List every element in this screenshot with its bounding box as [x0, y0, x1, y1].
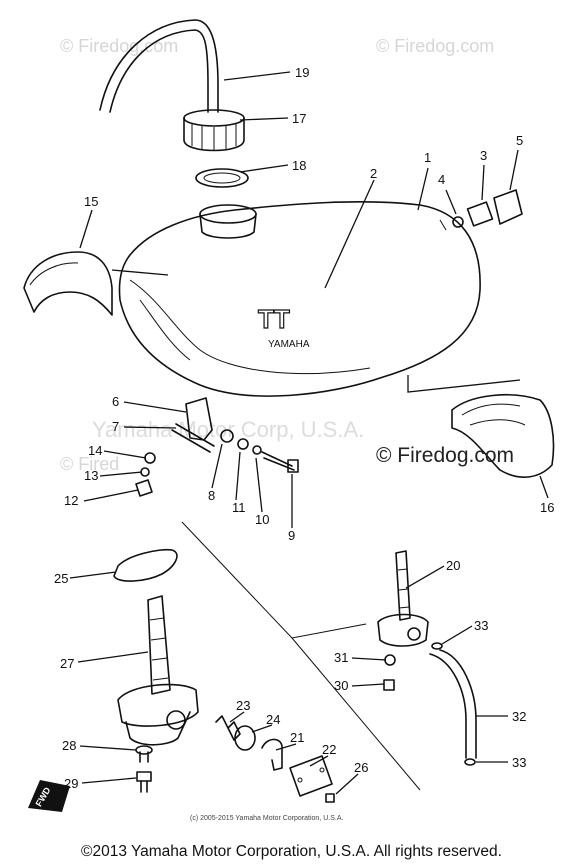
- part-label: 31: [334, 650, 348, 665]
- watermark-top-left: © Firedog.com: [60, 36, 178, 56]
- side-cover-16: [451, 394, 555, 478]
- decal-tt: TT: [258, 304, 290, 334]
- part-label: 28: [62, 738, 76, 753]
- part-label: 9: [288, 528, 295, 543]
- part-label: 33: [512, 755, 526, 770]
- part-label: 6: [112, 394, 119, 409]
- part-label: 29: [64, 776, 78, 791]
- part-label: 14: [88, 443, 102, 458]
- part-label: 30: [334, 678, 348, 693]
- screw-set-28-29: [135, 745, 153, 793]
- fuel-cock-27: [117, 595, 199, 746]
- mount-bracket-6: [135, 397, 299, 497]
- part-label: 32: [512, 709, 526, 724]
- cap-gasket-18: [195, 168, 249, 188]
- part-label: 11: [232, 500, 246, 515]
- leader-lines: [69, 71, 549, 795]
- o-ring-25: [113, 548, 178, 582]
- cock-internal-parts: [215, 715, 335, 803]
- part-label: 3: [480, 148, 487, 163]
- rear-mount-parts: [452, 189, 523, 228]
- part-label: 16: [540, 500, 554, 515]
- fuel-cap-17: [183, 109, 245, 152]
- part-label: 5: [516, 133, 523, 148]
- part-label: 13: [84, 468, 98, 483]
- part-label: 17: [292, 111, 306, 126]
- part-label: 27: [60, 656, 74, 671]
- fuel-pipe-32: [429, 649, 477, 759]
- watermark-top-right: © Firedog.com: [376, 36, 494, 56]
- part-label: 1: [424, 150, 431, 165]
- fuel-hose-19: [99, 19, 219, 113]
- clip-33: [464, 758, 476, 766]
- reference-line: [181, 521, 367, 639]
- firedog-brand-label: © Firedog.com: [376, 444, 515, 467]
- part-label: 18: [292, 158, 306, 173]
- fuel-tank-1: [118, 201, 481, 397]
- part-label: 23: [236, 698, 250, 713]
- watermark-left-mid: © Fired: [60, 454, 119, 474]
- decal-yamaha: YAMAHA: [268, 339, 310, 350]
- fwd-marker: FWD: [28, 780, 70, 812]
- copyright-footer: ©2013 Yamaha Motor Corporation, U.S.A. A…: [81, 843, 502, 860]
- part-label: 24: [266, 712, 280, 727]
- part-label: 8: [208, 488, 215, 503]
- side-cover-15: [23, 251, 113, 316]
- part-label: 4: [438, 172, 445, 187]
- small-copyright: (c) 2005-2015 Yamaha Motor Corporation, …: [190, 815, 344, 822]
- part-label: 25: [54, 571, 68, 586]
- part-label: 15: [84, 194, 98, 209]
- part-label: 10: [255, 512, 269, 527]
- tank-decal: TT YAMAHA: [257, 303, 310, 350]
- part-label: 33: [474, 618, 488, 633]
- part-label: 2: [370, 166, 377, 181]
- part-label: 21: [290, 730, 304, 745]
- part-label: 19: [295, 65, 309, 80]
- part-label: 12: [64, 493, 78, 508]
- part-numbers: 19 17 18 2 1 4 3 5 15 16 6 7 14 13 12 8 …: [54, 65, 554, 791]
- part-label: 7: [112, 419, 119, 434]
- part-label: 26: [354, 760, 368, 775]
- fuel-cock-20: [377, 550, 443, 691]
- part-label: 20: [446, 558, 460, 573]
- part-label: 22: [322, 742, 336, 757]
